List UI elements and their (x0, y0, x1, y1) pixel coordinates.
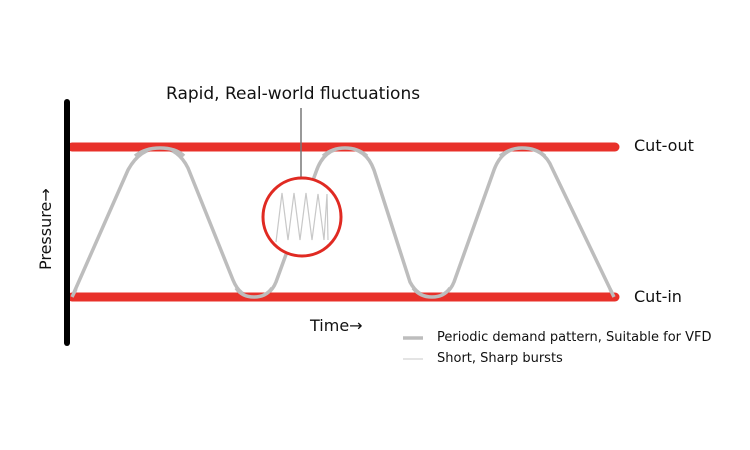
wave-peak-overlay (70, 146, 616, 299)
short-sharp-bursts (275, 192, 329, 243)
cut-in-label: Cut-in (634, 287, 682, 306)
cut-out-label: Cut-out (634, 136, 694, 155)
fluctuation-circle (261, 176, 343, 258)
callout-title: Rapid, Real-world fluctuations (166, 84, 421, 104)
periodic-demand-wave (70, 146, 616, 299)
y-axis-label: Pressure→ (36, 188, 55, 270)
legend-item-periodic: Periodic demand pattern, Suitable for VF… (437, 330, 712, 345)
x-axis-label: Time→ (310, 316, 363, 335)
legend-item-bursts: Short, Sharp bursts (437, 351, 563, 366)
